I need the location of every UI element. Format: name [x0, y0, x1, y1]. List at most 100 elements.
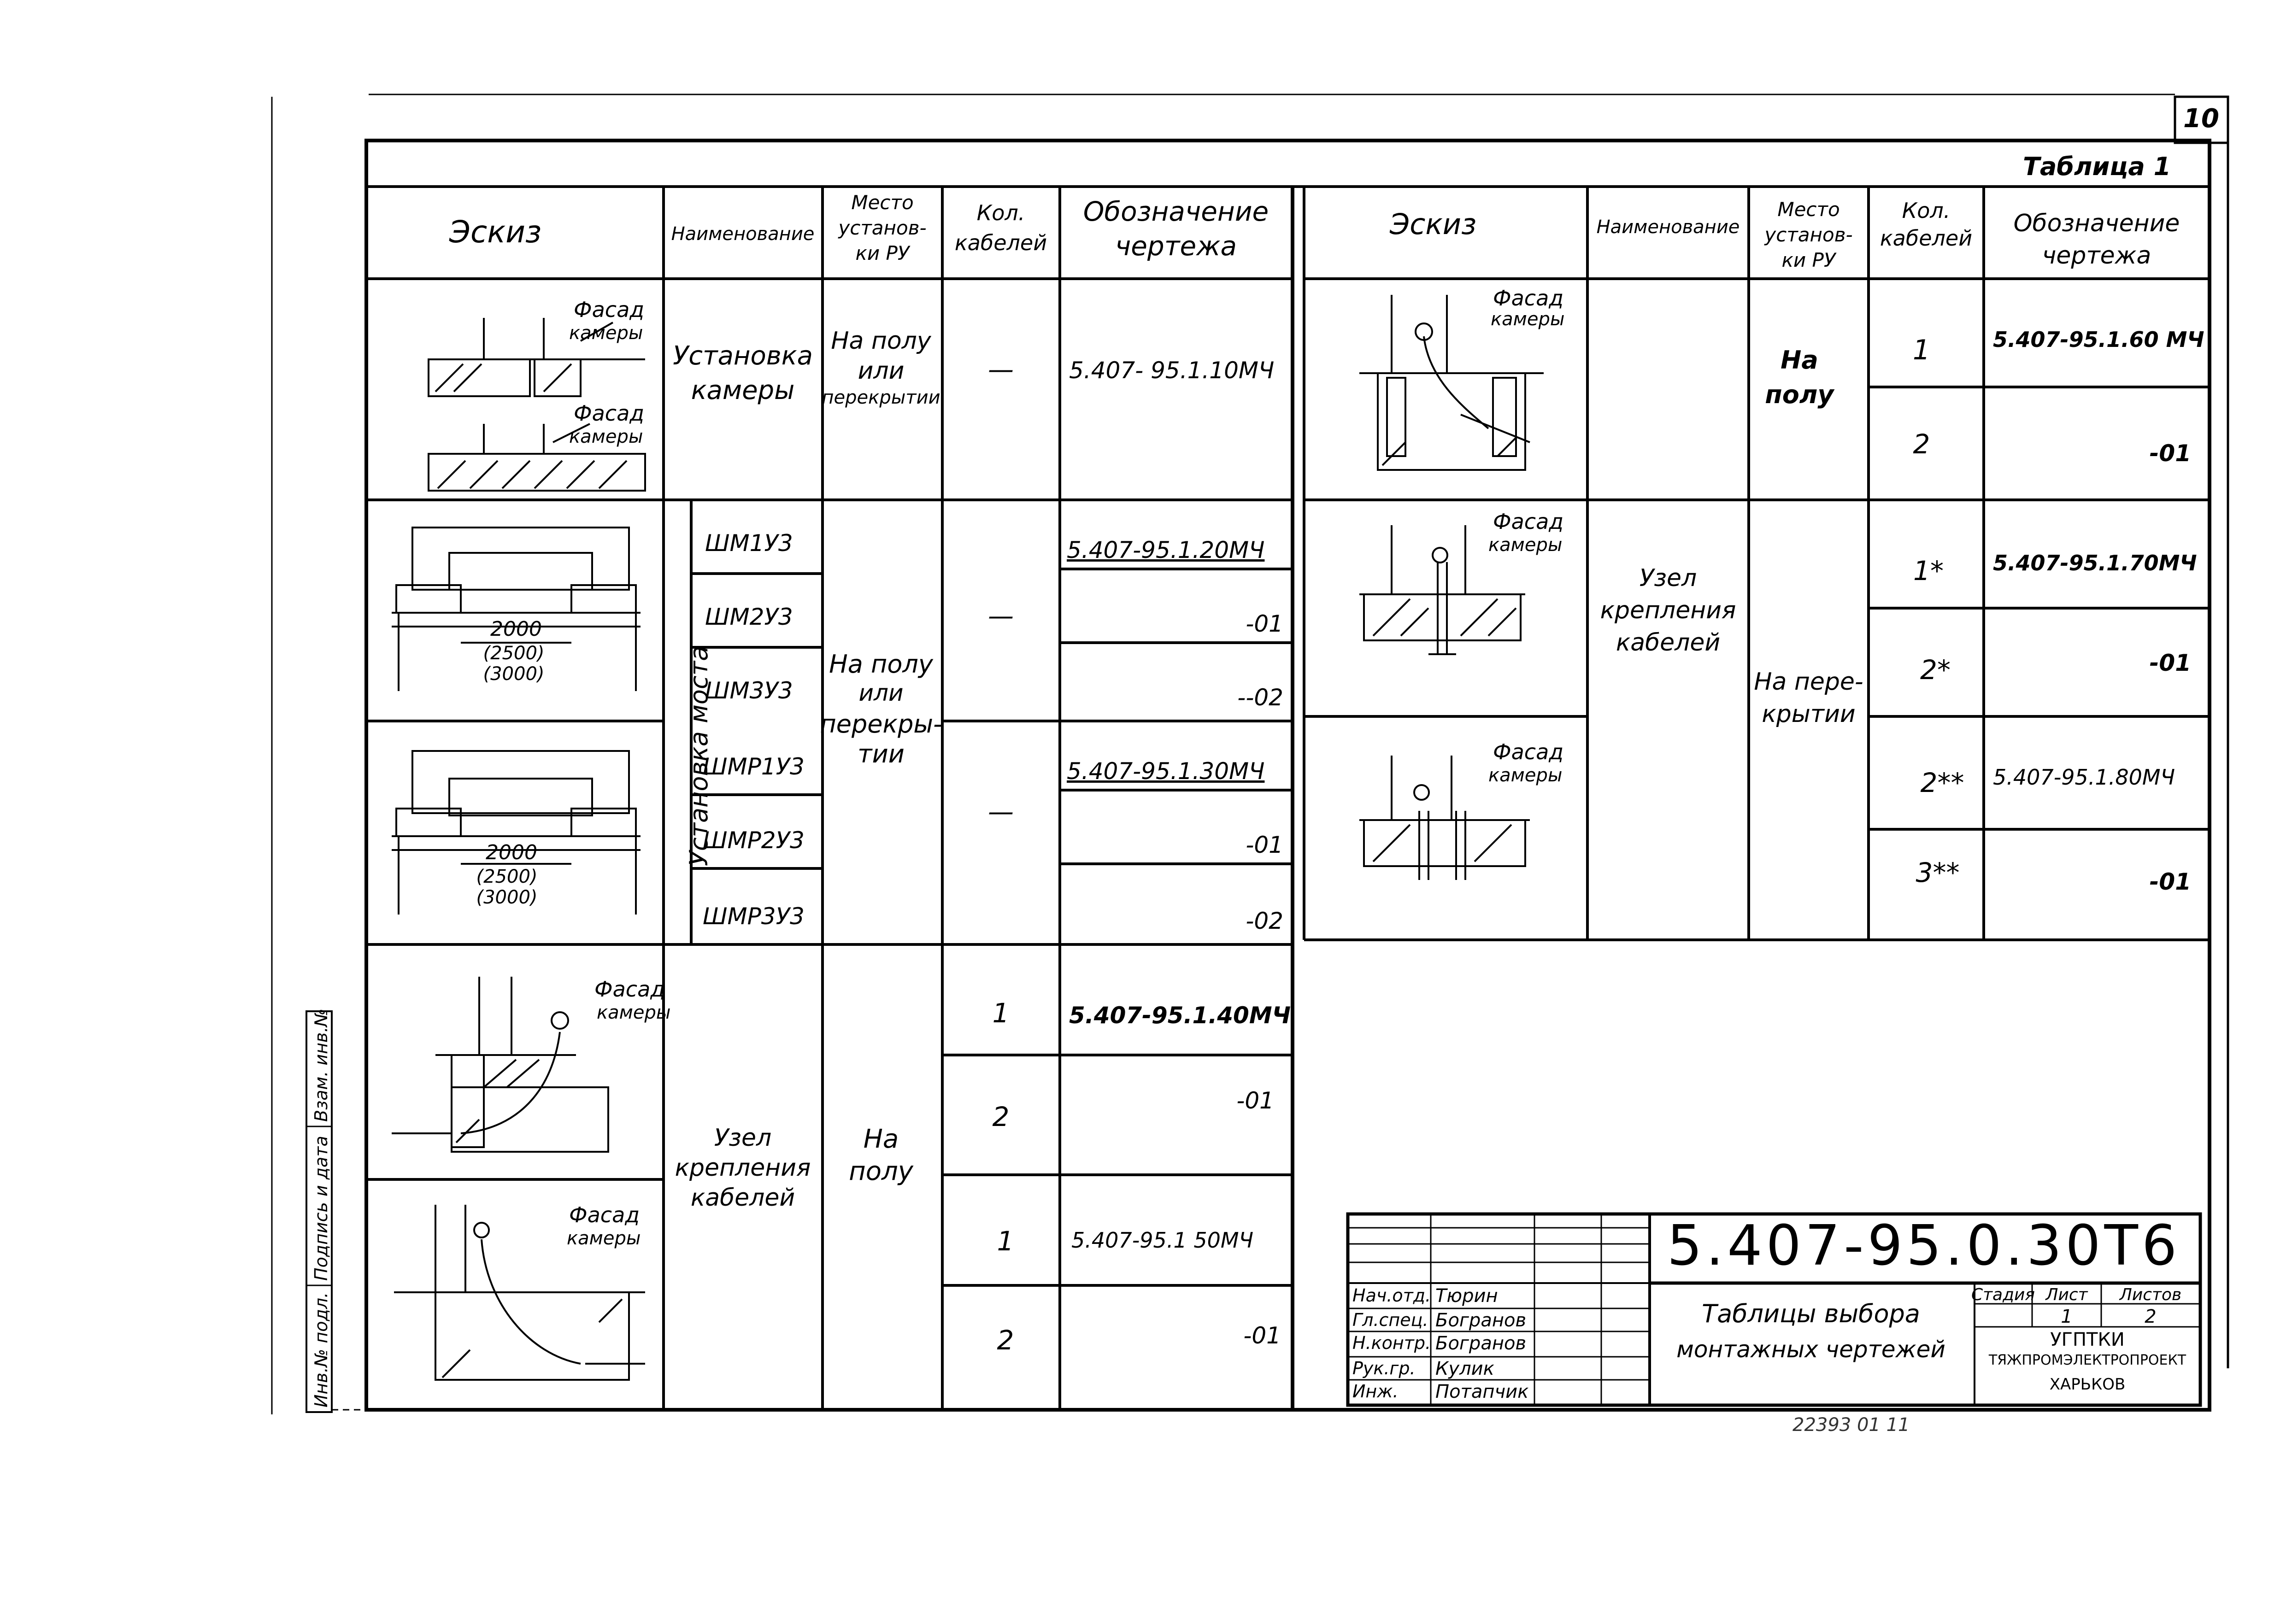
facade-label: Фасад — [574, 401, 645, 426]
facade-label: камеры — [597, 1002, 671, 1023]
facade-label: камеры — [1488, 534, 1563, 556]
header-cables-2: кабелей — [954, 230, 1047, 255]
header-cables-right-2: кабелей — [1880, 226, 1973, 251]
person-name: Тюрин — [1435, 1285, 1498, 1307]
organization: ХАРЬКОВ — [2049, 1375, 2126, 1394]
right-name: кабелей — [1616, 629, 1721, 657]
row3-cables: 2 — [992, 1101, 1010, 1132]
row3-drawing: -01 — [1236, 1087, 1274, 1114]
role-label: Гл.спец. — [1352, 1310, 1428, 1330]
bridge-drawing: 5.407-95.1.20МЧ — [1067, 537, 1265, 563]
header-place-right-1: Место — [1777, 198, 1840, 221]
person-name: Потапчик — [1435, 1381, 1529, 1402]
header-cables-1: Кол. — [976, 200, 1025, 225]
right-place-floor: полу — [1765, 380, 1834, 409]
footer-note: 22393 01 11 — [1792, 1414, 1910, 1436]
right-cables: 2 — [1913, 428, 1930, 460]
row1-place: На полу — [831, 327, 931, 355]
sheets-header: Листов — [2119, 1285, 2182, 1304]
bridge-drawing: --02 — [1237, 684, 1283, 711]
facade-label: камеры — [1488, 765, 1563, 786]
row1-place: или — [858, 357, 905, 385]
bridge-drawing: -02 — [1246, 908, 1283, 934]
row3-name: крепления — [675, 1154, 811, 1182]
bridge-place: тии — [858, 739, 905, 768]
row3-drawing: -01 — [1243, 1322, 1281, 1349]
right-place-floor: На — [1781, 346, 1818, 375]
facade-label: камеры — [569, 426, 643, 447]
sheet-header: Лист — [2045, 1285, 2088, 1304]
right-name: крепления — [1600, 597, 1736, 624]
right-drawing: -01 — [2149, 440, 2191, 467]
header-place-3: ки РУ — [855, 242, 910, 264]
header-sketch: Эскиз — [449, 214, 542, 250]
dimension-main: 2000 — [486, 841, 537, 864]
header-sketch-right: Эскиз — [1389, 207, 1477, 241]
header-name: Наименование — [671, 223, 815, 245]
bridge-item-name: ШМР2У3 — [703, 827, 805, 854]
right-place-ceiling: На пере- — [1754, 668, 1863, 696]
dimension-main: 2000 — [490, 617, 542, 641]
right-drawing: -01 — [2149, 650, 2191, 676]
right-drawing: -01 — [2149, 868, 2191, 895]
facade-label: Фасад — [594, 977, 665, 1002]
header-place-right-2: установ- — [1764, 223, 1853, 246]
document-title: Таблицы выбора — [1702, 1299, 1920, 1328]
facade-label: Фасад — [1493, 509, 1564, 534]
row1-drawing: 5.407- 95.1.10МЧ — [1069, 357, 1275, 384]
right-drawing: 5.407-95.1.80МЧ — [1993, 765, 2175, 790]
facade-label: Фасад — [574, 297, 645, 322]
stage-header: Стадия — [1971, 1285, 2035, 1304]
person-name: Богранов — [1435, 1310, 1527, 1331]
right-place-ceiling: крытии — [1762, 700, 1856, 728]
bridge-drawing: -01 — [1246, 610, 1283, 637]
bridge-item-name: ШМ2У3 — [705, 604, 793, 630]
facade-label: камеры — [569, 322, 643, 344]
row1-name: Установка — [673, 341, 813, 371]
row3-place: На — [863, 1124, 899, 1154]
organization: УГПТКИ — [2050, 1329, 2125, 1350]
organization: ТЯЖПРОМЭЛЕКТРОПРОЕКТ — [1988, 1352, 2186, 1368]
bridge-place: или — [858, 680, 904, 706]
right-name: Узел — [1639, 564, 1697, 592]
person-name: Богранов — [1435, 1333, 1527, 1354]
bridge-drawing: -01 — [1246, 832, 1283, 858]
role-label: Инж. — [1352, 1381, 1399, 1401]
page-number: 10 — [2183, 104, 2219, 134]
right-cables: 1 — [1912, 334, 1931, 366]
role-label: Нач.отд. — [1352, 1285, 1431, 1306]
sheets-count: 2 — [2145, 1306, 2157, 1327]
bridge-item-name: ШМ3У3 — [705, 677, 793, 704]
dimension-alt: (2500) — [476, 866, 538, 887]
facade-label: камеры — [567, 1228, 641, 1249]
row3-drawing: 5.407-95.1.40МЧ — [1069, 1002, 1291, 1029]
role-label: Рук.гр. — [1352, 1358, 1416, 1378]
dimension-alt: (3000) — [476, 887, 538, 908]
bridge-item-name: ШМР1У3 — [703, 753, 805, 780]
bridge-cables: — — [988, 601, 1014, 631]
right-drawing: 5.407-95.1.70МЧ — [1993, 551, 2197, 575]
bridge-drawing: 5.407-95.1.30МЧ — [1067, 758, 1265, 785]
stamp-signature-date: Подпись и дата — [311, 1136, 331, 1281]
right-cables: 2* — [1920, 654, 1951, 686]
header-place-2: установ- — [838, 217, 927, 239]
header-drawing-2: чертежа — [1115, 230, 1237, 262]
row3-place: полу — [849, 1156, 913, 1186]
facade-label: камеры — [1491, 309, 1565, 330]
header-cables-right-1: Кол. — [1902, 198, 1951, 223]
facade-label: Фасад — [1493, 286, 1564, 311]
person-name: Кулик — [1435, 1358, 1494, 1379]
facade-label: Фасад — [1493, 739, 1564, 764]
facade-label: Фасад — [569, 1202, 640, 1227]
document-title: монтажных чертежей — [1676, 1336, 1945, 1363]
stamp-replaces-inv: Взам. инв.№ — [311, 1008, 331, 1122]
header-name-right: Наименование — [1596, 217, 1740, 238]
dimension-alt: (3000) — [483, 663, 545, 685]
document-code: 5.407-95.0.30Т6 — [1667, 1214, 2181, 1278]
table-caption: Таблица 1 — [2023, 152, 2171, 181]
bridge-item-name: ШМ1У3 — [705, 530, 793, 557]
row3-cables: 2 — [997, 1325, 1014, 1356]
bridge-cables: — — [988, 797, 1014, 827]
